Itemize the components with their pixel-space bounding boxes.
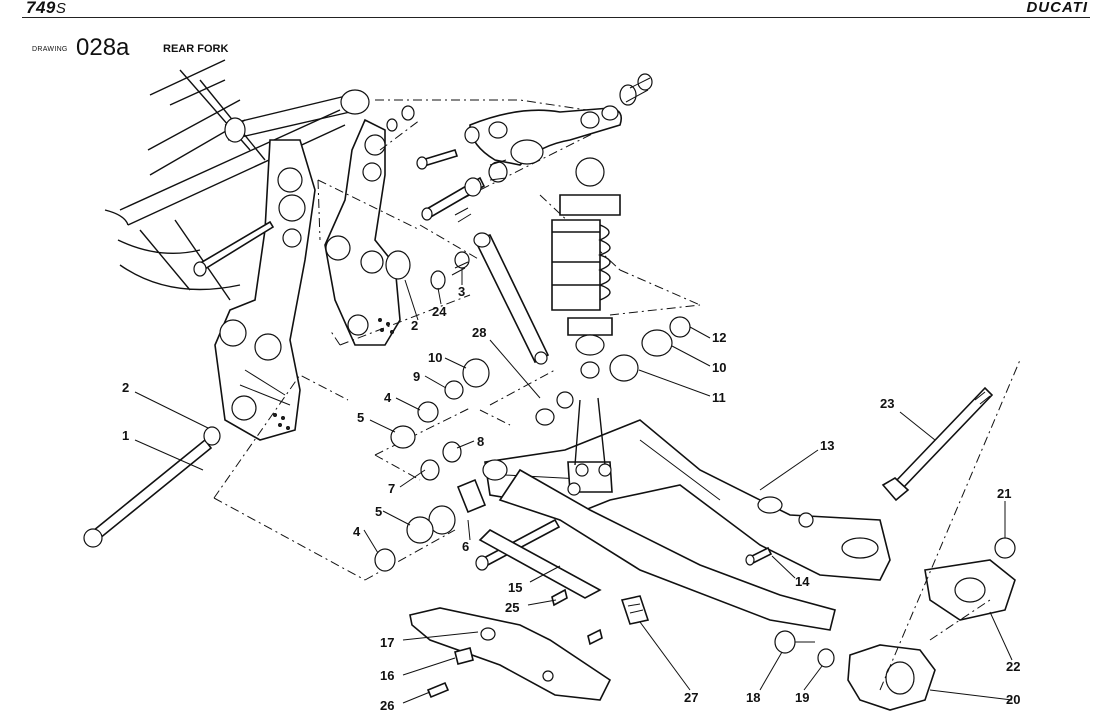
callout-numbers: 1 2 2 3 4 4 5 5 6 7 8 9 10 10 11 12 13 1… [122,284,1020,713]
chain-guide-and-adjusters [409,359,1021,711]
swingarm [475,397,891,631]
callout-7: 7 [388,481,395,496]
callout-25: 25 [505,600,519,615]
callout-16: 16 [380,668,394,683]
callout-2-left: 2 [122,380,129,395]
callout-24: 24 [432,304,447,319]
model-number: 749 [26,0,56,17]
callout-28: 28 [472,325,486,340]
frame-illustration [104,59,411,441]
callout-17: 17 [380,635,394,650]
callout-26: 26 [380,698,394,713]
callout-19: 19 [795,690,809,705]
callout-14: 14 [795,574,810,589]
callout-12: 12 [712,330,726,345]
callout-4-upper: 4 [384,390,392,405]
callout-11: 11 [712,390,726,405]
callout-18: 18 [746,690,760,705]
callout-15: 15 [508,580,522,595]
page-header: 749S DUCATI [0,0,1110,18]
callout-8: 8 [477,434,484,449]
rear-axle [881,386,994,502]
callout-20: 20 [1006,692,1020,707]
callout-10-right: 10 [712,360,726,375]
model-suffix: S [55,0,67,17]
brand-name: DUCATI [1026,0,1088,16]
rocker-linkage [386,73,653,223]
pull-rod [451,232,574,409]
callout-9: 9 [413,369,420,384]
callout-5-lower: 5 [375,504,382,519]
callout-2-right: 2 [411,318,418,333]
callout-1: 1 [122,428,129,443]
small-parts [374,270,691,572]
pivot-shaft [83,426,221,548]
callout-23: 23 [880,396,894,411]
header-rule [22,17,1090,18]
callout-6: 6 [462,539,469,554]
callout-4-lower: 4 [353,524,361,539]
rear-shock [551,157,621,379]
drawing-title: REAR FORK [163,43,229,55]
callout-21: 21 [997,486,1011,501]
callout-13: 13 [820,438,834,453]
callout-27: 27 [684,690,698,705]
drawing-label: DRAWING [32,46,68,53]
assembly-outlines [213,99,701,581]
callout-5-upper: 5 [357,410,364,425]
callout-10-left: 10 [428,350,442,365]
drawing-number: 028a [76,34,130,61]
callout-22: 22 [1006,659,1020,674]
leader-lines [134,268,1013,704]
callout-3: 3 [458,284,465,299]
model-name: 749S [26,0,66,18]
